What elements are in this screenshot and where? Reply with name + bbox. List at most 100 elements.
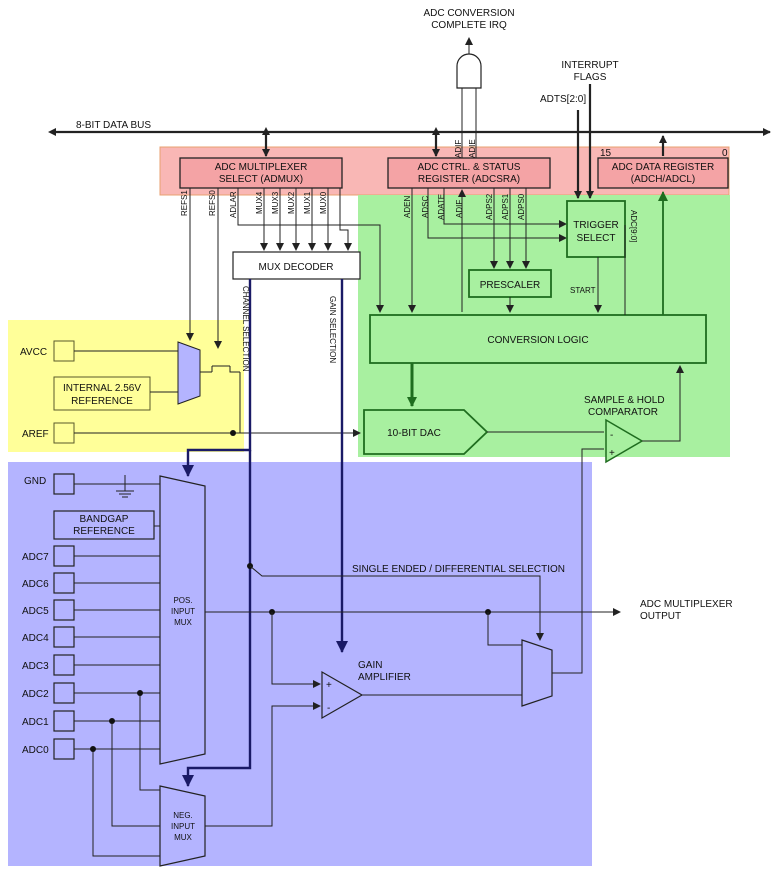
aref-node bbox=[230, 430, 236, 436]
diff-to-outmux bbox=[487, 612, 522, 646]
neg-mux-3: MUX bbox=[174, 833, 192, 842]
gain-label-1: GAIN bbox=[358, 660, 382, 671]
pos-mux-3: MUX bbox=[174, 618, 192, 627]
admux-bit-refs0: REFS0 bbox=[208, 190, 217, 216]
conversion-logic bbox=[369, 314, 707, 364]
output-select-mux bbox=[521, 639, 553, 707]
sample-hold-1: SAMPLE & HOLD bbox=[584, 395, 665, 406]
bandgap-2: REFERENCE bbox=[73, 526, 135, 537]
admux-to-mux-decoder bbox=[339, 188, 352, 251]
interrupt-flags-1: INTERRUPT bbox=[561, 60, 618, 71]
single-ended-label: SINGLE ENDED / DIFFERENTIAL SELECTION bbox=[352, 564, 565, 575]
data-bus-label: 8-BIT DATA BUS bbox=[76, 120, 151, 131]
trigger-label-1: TRIGGER bbox=[573, 220, 619, 231]
adcsra-label-1: ADC CTRL. & STATUS bbox=[418, 162, 521, 173]
internal-ref-2: REFERENCE bbox=[71, 396, 133, 407]
irq-label-2: COMPLETE IRQ bbox=[431, 20, 507, 31]
aref-label: AREF bbox=[22, 429, 49, 440]
bandgap-1: BANDGAP bbox=[80, 514, 129, 525]
comparator bbox=[605, 418, 644, 464]
pos-mux-1: POS. bbox=[173, 596, 192, 605]
ref-switch bbox=[200, 365, 240, 373]
comparator-to-logic bbox=[642, 365, 684, 442]
adch-register bbox=[597, 157, 729, 189]
mux-output-2: OUTPUT bbox=[640, 611, 681, 622]
adc1-label: ADC1 bbox=[22, 717, 49, 728]
bandgap-ref bbox=[53, 510, 155, 540]
admux-bit-mux4: MUX4 bbox=[255, 191, 264, 214]
adc0-pin bbox=[53, 738, 75, 760]
adc3-label: ADC3 bbox=[22, 661, 49, 672]
adch-bit-high: 15 bbox=[600, 148, 612, 159]
avcc-pin bbox=[53, 340, 75, 362]
outmux-to-comparator bbox=[552, 448, 604, 674]
admux-label-1: ADC MULTIPLEXER bbox=[215, 162, 308, 173]
channel-to-neg bbox=[182, 450, 252, 787]
adcsra-bit-adps1: ADPS1 bbox=[501, 193, 510, 220]
adc5-label: ADC5 bbox=[22, 606, 49, 617]
adcsra-bit-adate: ADATE bbox=[437, 194, 446, 220]
neg-mux-2: INPUT bbox=[171, 822, 195, 831]
internal-ref-1: INTERNAL 2.56V bbox=[63, 383, 141, 394]
adc1-node bbox=[109, 718, 115, 724]
adc4-pin bbox=[53, 626, 75, 648]
aref-pin bbox=[53, 422, 75, 444]
adch-bit-low: 0 bbox=[722, 148, 728, 159]
gain-minus: - bbox=[327, 703, 330, 714]
adc3-pin bbox=[53, 654, 75, 676]
single-ended-line bbox=[249, 565, 544, 641]
adch-label-2: (ADCH/ADCL) bbox=[631, 174, 695, 185]
adc6-pin bbox=[53, 572, 75, 594]
gain-label-2: AMPLIFIER bbox=[358, 672, 411, 683]
admux-register bbox=[179, 157, 343, 189]
adc1-pin bbox=[53, 710, 75, 732]
adc7-label: ADC7 bbox=[22, 552, 49, 563]
adc2-label: ADC2 bbox=[22, 689, 49, 700]
admux-bit-mux1: MUX1 bbox=[303, 191, 312, 214]
adcsra-bit-adsc: ADSC bbox=[421, 196, 430, 218]
adcsra-bit-adps0: ADPS0 bbox=[517, 193, 526, 220]
adate-line bbox=[443, 188, 567, 228]
adc0-to-neg bbox=[92, 749, 160, 857]
irq-and-gate bbox=[456, 53, 482, 89]
adc5-pin bbox=[53, 599, 75, 621]
adc2-pin bbox=[53, 682, 75, 704]
neg-to-gain bbox=[205, 702, 321, 827]
ref-mux bbox=[177, 341, 201, 405]
channel-select-line bbox=[182, 279, 252, 477]
adcsra-bit-adif: ADIF bbox=[455, 200, 464, 218]
trigger-label-2: SELECT bbox=[577, 233, 616, 244]
mux-output-1: ADC MULTIPLEXER bbox=[640, 599, 733, 610]
channel-selection-label: CHANNEL SELECTION bbox=[241, 286, 250, 372]
adcsra-bit-adps2: ADPS2 bbox=[485, 193, 494, 220]
interrupt-flags-2: FLAGS bbox=[574, 72, 607, 83]
adc2-to-neg bbox=[139, 693, 160, 791]
gain-plus: + bbox=[326, 680, 332, 691]
pos-to-gain bbox=[271, 612, 321, 688]
start-label: START bbox=[570, 286, 596, 295]
adc2-node bbox=[137, 690, 143, 696]
adlar-line bbox=[237, 188, 384, 313]
prescaler-label: PRESCALER bbox=[480, 280, 541, 291]
adcsra-register bbox=[387, 157, 551, 189]
gain-amplifier bbox=[321, 670, 364, 720]
comparator-plus: + bbox=[609, 448, 615, 459]
admux-bit-refs1: REFS1 bbox=[180, 190, 189, 216]
gain-selection-label: GAIN SELECTION bbox=[328, 296, 337, 363]
adc0-node bbox=[90, 746, 96, 752]
adc0-label: ADC0 bbox=[22, 745, 49, 756]
gnd-label: GND bbox=[24, 476, 46, 487]
pos-input-mux bbox=[159, 475, 206, 765]
admux-bit-mux0: MUX0 bbox=[319, 191, 328, 214]
adts-label: ADTS[2:0] bbox=[540, 94, 586, 105]
admux-bit-mux2: MUX2 bbox=[287, 191, 296, 214]
adcsra-bit-aden: ADEN bbox=[403, 196, 412, 218]
admux-bit-adlar: ADLAR bbox=[229, 191, 238, 218]
comparator-minus: - bbox=[610, 430, 613, 441]
admux-bit-mux3: MUX3 bbox=[271, 191, 280, 214]
gnd-pin bbox=[53, 473, 75, 495]
neg-input-mux bbox=[159, 785, 206, 867]
pos-mux-2: INPUT bbox=[171, 607, 195, 616]
internal-ref bbox=[53, 376, 151, 411]
adcsra-label-2: REGISTER (ADCSRA) bbox=[418, 174, 520, 185]
